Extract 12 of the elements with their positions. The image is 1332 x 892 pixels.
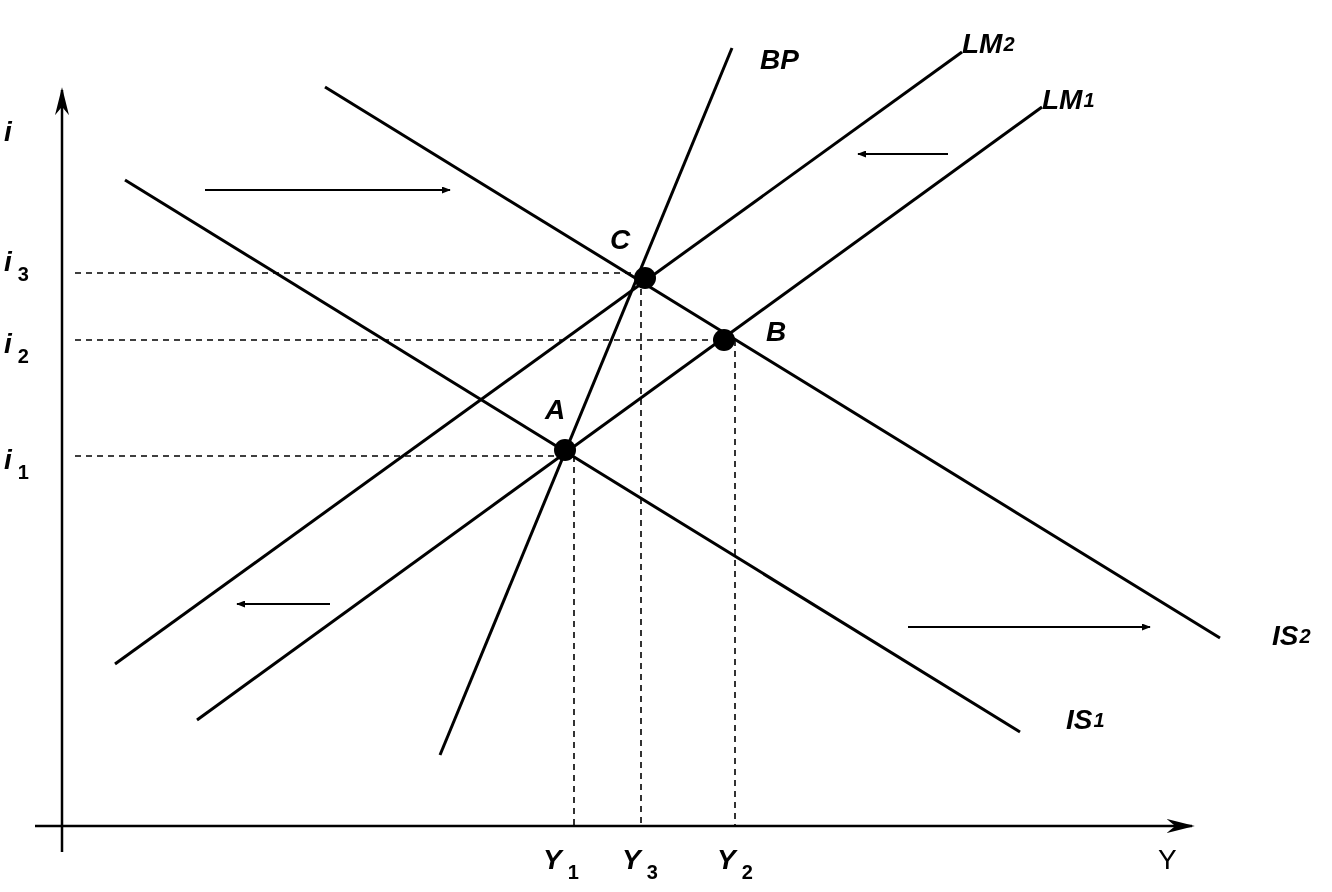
point-label: B: [766, 318, 787, 346]
tick-label: i$_{3}$: [4, 248, 29, 284]
axis-label: Y: [1158, 846, 1177, 874]
tick-label: Y$_{3}$: [622, 846, 658, 882]
curve-label: BP: [760, 46, 799, 74]
axis-label: i: [4, 118, 12, 146]
tick-label: i$_{1}$: [4, 446, 29, 482]
tick-label: Y$_{1}$: [543, 846, 579, 882]
point-label: A: [545, 396, 566, 424]
point-label: C: [610, 226, 631, 254]
tick-label: i$_{2}$: [4, 330, 29, 366]
tick-label: Y$_{2}$: [717, 846, 753, 882]
